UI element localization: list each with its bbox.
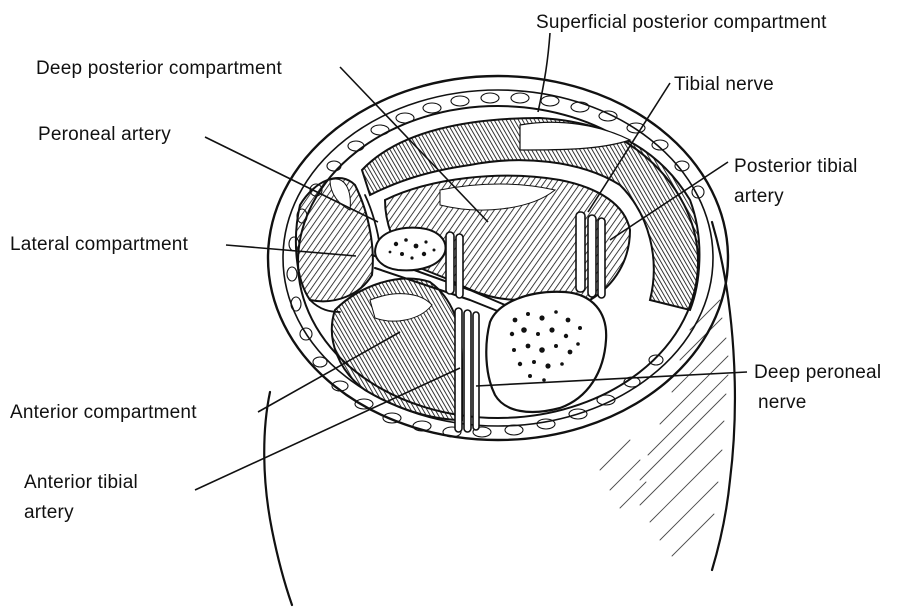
label-tibial-nerve: Tibial nerve [674,74,774,95]
label-posterior-tibial-artery-line1: Posterior tibial [734,156,858,177]
label-anterior-tibial-artery-line2: artery [24,502,74,523]
fibula-bone [375,228,445,271]
lateral-compartment [296,178,373,301]
label-lateral-compartment: Lateral compartment [10,234,189,255]
label-anterior-tibial-artery-line1: Anterior tibial [24,472,138,493]
label-anterior-compartment: Anterior compartment [10,402,197,423]
label-deep-peroneal-nerve-line2: nerve [758,392,807,413]
label-superficial-posterior-compartment: Superficial posterior compartment [536,12,827,33]
peroneal-vessels [446,232,463,298]
label-posterior-tibial-artery-line2: artery [734,186,784,207]
tibia-bone [486,292,606,412]
anterior-tibial-bundle [455,308,479,432]
label-peroneal-artery: Peroneal artery [38,124,171,145]
label-deep-peroneal-nerve-line1: Deep peroneal [754,362,881,383]
label-deep-posterior-compartment: Deep posterior compartment [36,58,282,79]
posterior-tibial-neurovascular-bundle [576,212,605,298]
